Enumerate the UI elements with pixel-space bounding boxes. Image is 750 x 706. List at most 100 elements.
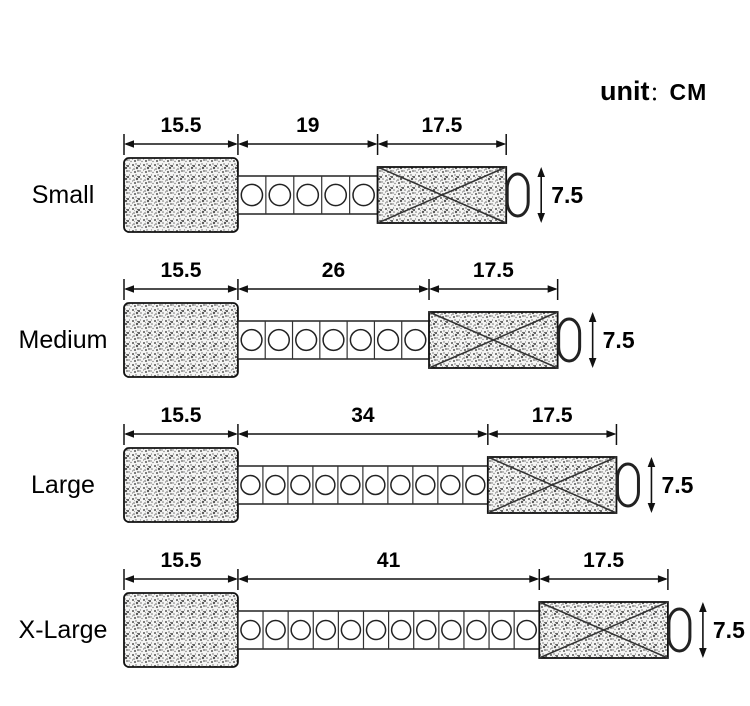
strap-hole	[290, 619, 311, 641]
arrowhead-up-icon	[699, 602, 707, 612]
strap-hole	[240, 474, 261, 496]
arrowhead-left-icon	[124, 285, 134, 293]
height-dimension-label: 7.5	[661, 472, 693, 498]
dimension-label: 15.5	[161, 404, 202, 427]
dimension-label: 17.5	[532, 404, 573, 427]
arrowhead-right-icon	[227, 140, 238, 148]
arrowhead-right-icon	[529, 575, 540, 583]
dimension-label: 17.5	[421, 114, 462, 137]
right-cross-pad	[486, 456, 618, 514]
arrowhead-right-icon	[477, 430, 488, 438]
holed-strap	[237, 320, 430, 360]
strap-hole	[290, 474, 311, 496]
end-loop	[505, 172, 530, 218]
cross-stitch-line	[428, 311, 558, 369]
arrowhead-left-icon	[237, 140, 248, 148]
arrowhead-left-icon	[124, 140, 134, 148]
strap-hole	[390, 619, 412, 641]
end-loop	[615, 462, 640, 508]
arrowhead-right-icon	[547, 285, 558, 293]
cross-stitch-line	[487, 456, 617, 514]
dimension-label: 26	[322, 259, 345, 282]
strap-hole	[441, 619, 462, 641]
left-end-pad	[123, 302, 239, 378]
dimension-label: 15.5	[161, 114, 202, 137]
arrowhead-right-icon	[227, 430, 238, 438]
height-dimension-label: 7.5	[713, 617, 745, 643]
dimension-label: 41	[377, 549, 401, 572]
strap-hole	[404, 328, 427, 352]
height-dimension-label: 7.5	[603, 327, 635, 353]
left-end-pad	[123, 447, 239, 523]
cross-stitch-line	[538, 601, 669, 659]
arrowhead-left-icon	[487, 430, 498, 438]
size-label: Medium	[18, 326, 108, 354]
dimension-label: 34	[351, 404, 375, 427]
strap-hole	[268, 183, 292, 207]
strap-hole	[315, 619, 337, 641]
holed-strap	[237, 610, 541, 650]
height-dimension-label: 7.5	[551, 182, 583, 208]
strap-hole	[315, 474, 336, 496]
strap-hole	[516, 619, 538, 641]
size-label: X-Large	[18, 616, 108, 644]
strap-hole	[340, 619, 362, 641]
unit-label: unit：CM	[600, 76, 707, 107]
strap-hole	[240, 183, 264, 207]
holed-strap	[237, 465, 489, 505]
arrowhead-right-icon	[419, 285, 430, 293]
size-label: Large	[31, 471, 95, 499]
strap-hole	[267, 328, 290, 352]
dimension-label: 15.5	[161, 549, 202, 572]
arrowhead-up-icon	[647, 457, 656, 467]
unit-separator: ：	[649, 83, 670, 105]
strap-hole	[491, 619, 512, 641]
unit-word: unit	[600, 76, 650, 106]
arrowhead-right-icon	[496, 140, 507, 148]
arrowhead-left-icon	[237, 575, 248, 583]
strap-hole	[349, 328, 372, 352]
size-row-large: Large 15.5 34 17.5 7.5	[0, 398, 750, 548]
strap-hole	[415, 474, 436, 496]
right-cross-pad	[538, 601, 669, 659]
strap-hole	[265, 619, 286, 641]
arrowhead-right-icon	[367, 140, 378, 148]
strap-drawing: 15.5 34 17.5 7.5	[123, 404, 694, 523]
arrowhead-left-icon	[377, 140, 388, 148]
dimension-label: 17.5	[473, 259, 514, 282]
arrowhead-left-icon	[124, 430, 134, 438]
left-end-pad	[123, 157, 239, 233]
right-cross-pad	[428, 311, 559, 369]
strap-hole	[466, 619, 487, 641]
end-loop	[557, 317, 582, 363]
arrowhead-right-icon	[606, 430, 617, 438]
strap-hole	[365, 474, 386, 496]
strap-hole	[265, 474, 286, 496]
cross-stitch-line	[377, 166, 507, 224]
dimension-label: 15.5	[161, 259, 202, 282]
strap-hole	[415, 619, 437, 641]
strap-hole	[465, 474, 486, 496]
strap-hole	[322, 328, 345, 352]
arrowhead-right-icon	[657, 575, 668, 583]
strap-hole	[390, 474, 411, 496]
arrowhead-down-icon	[699, 648, 707, 658]
arrowhead-down-icon	[588, 358, 597, 368]
strap-hole	[240, 619, 261, 641]
arrowhead-right-icon	[227, 575, 238, 583]
arrowhead-right-icon	[227, 285, 238, 293]
strap-hole	[352, 183, 375, 207]
strap-hole	[240, 328, 263, 352]
strap-hole	[340, 474, 361, 496]
arrowhead-up-icon	[537, 167, 545, 177]
strap-hole	[376, 328, 400, 352]
size-row-medium: Medium 15.5 26 17.5 7.5	[0, 253, 750, 403]
arrowhead-left-icon	[237, 285, 248, 293]
arrowhead-left-icon	[124, 575, 134, 583]
strap-drawing: 15.5 26 17.5 7.5	[123, 259, 635, 378]
strap-hole	[365, 619, 387, 641]
